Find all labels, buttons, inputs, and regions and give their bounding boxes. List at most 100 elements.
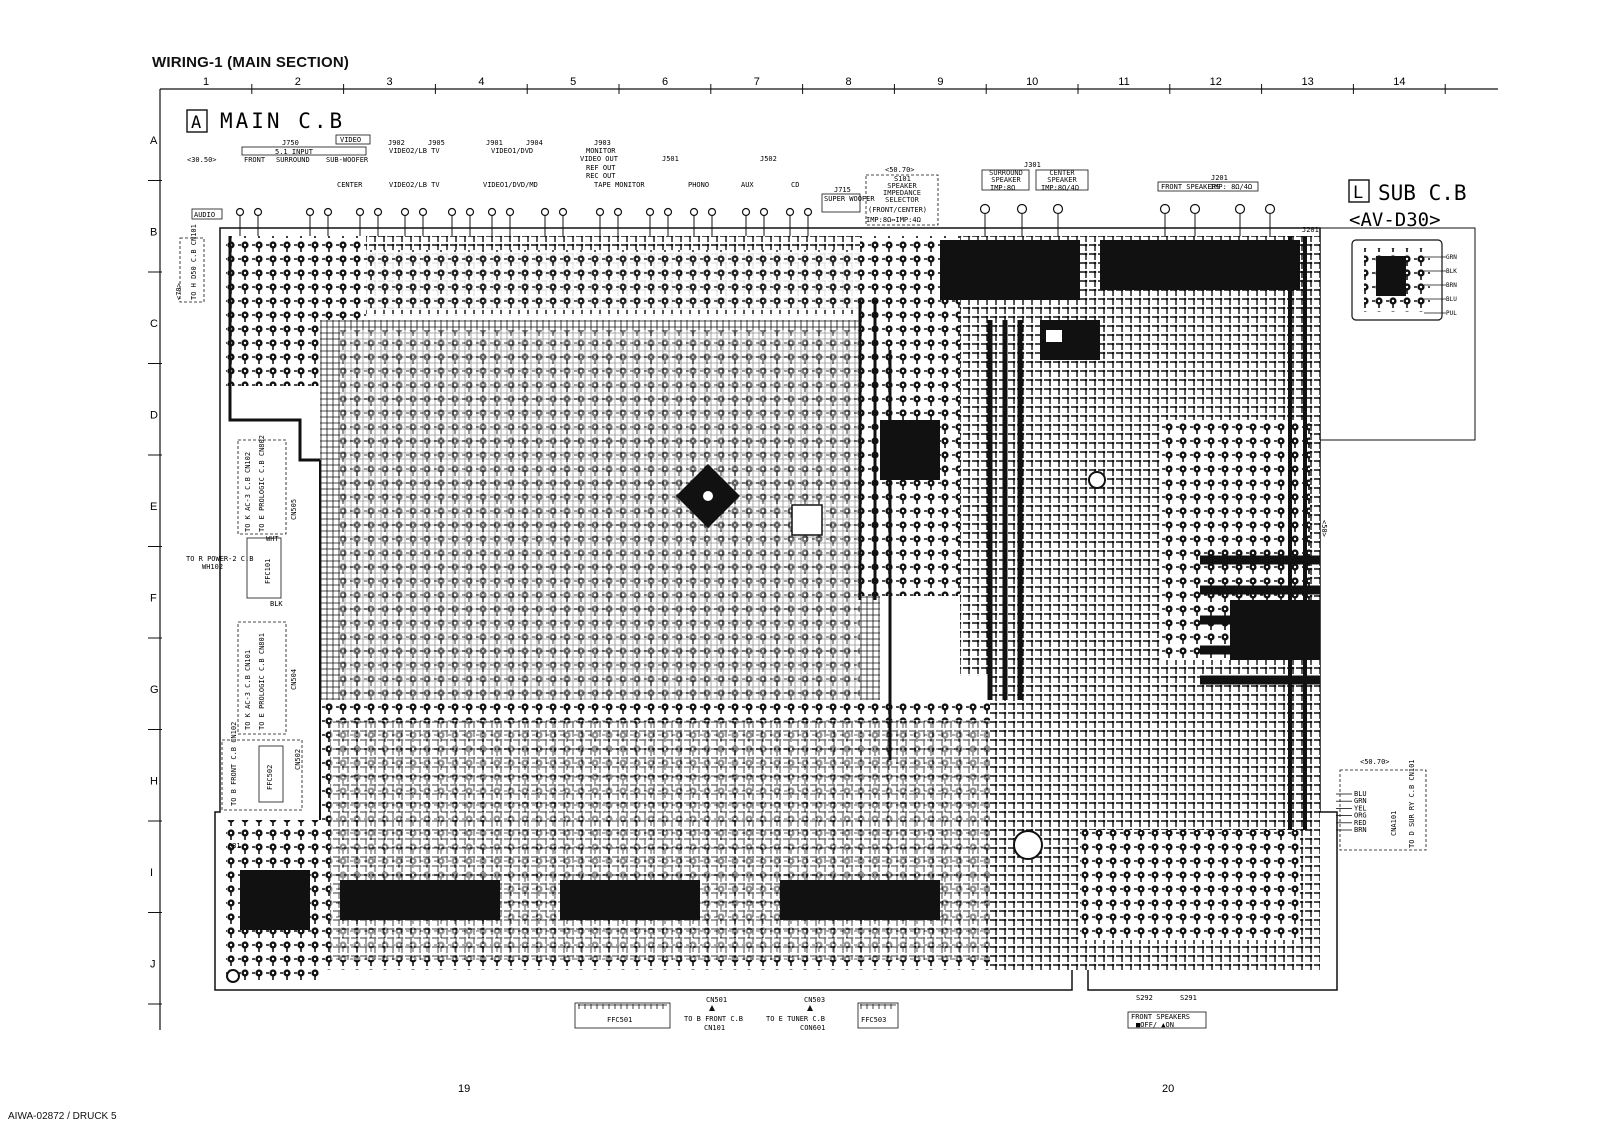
- speaker-terminal: [1189, 203, 1201, 215]
- sub-board-name: SUB C.B: [1378, 181, 1467, 205]
- column-label: 8: [846, 76, 852, 88]
- video1-dvd-md: VIDEO1/DVD/MD: [483, 181, 538, 189]
- column-label: 14: [1393, 76, 1405, 88]
- speaker-terminal: [979, 203, 991, 215]
- jack-pin: [505, 207, 515, 217]
- sub-woofer-label: SUB-WOOFER: [326, 156, 369, 164]
- sub-wire-label: BLU: [1446, 296, 1457, 303]
- wire-color-label: YEL: [1354, 804, 1367, 812]
- page-title: WIRING-1 (MAIN SECTION): [152, 54, 350, 71]
- tape-monitor-label: TAPE MONITOR: [594, 181, 645, 189]
- j902-label: J902: [388, 139, 405, 147]
- center-label: CENTER: [337, 181, 363, 189]
- jack-terminals: [235, 203, 1276, 236]
- j715-label: J715: [834, 186, 851, 194]
- s101-label: S101: [894, 175, 911, 183]
- monitor-label: MONITOR: [586, 147, 616, 155]
- row-label: I: [150, 867, 153, 879]
- cn505-label: CN505: [290, 499, 298, 520]
- row-label: J: [150, 959, 156, 971]
- j502-label: J502: [760, 155, 777, 163]
- jack-pin: [305, 207, 315, 217]
- super-woofer-label: SUPER WOOFER: [824, 195, 875, 203]
- imp-8-label: IMP:8Ω: [990, 184, 1015, 192]
- column-label: 1: [203, 76, 209, 88]
- jack-pin: [645, 207, 655, 217]
- cn504-label: CN504: [290, 669, 298, 690]
- column-label: 12: [1210, 76, 1222, 88]
- column-label: 6: [662, 76, 668, 88]
- sub-wire-label: PUL: [1446, 310, 1457, 317]
- cn502-label: CN502: [294, 749, 302, 770]
- j301-label: J301: [1024, 161, 1041, 169]
- jack-pin: [418, 207, 428, 217]
- cna101-label: CNA101: [1390, 811, 1398, 836]
- jack-pin: [235, 207, 245, 217]
- jack-pin: [355, 207, 365, 217]
- video2-lb-tv-a: VIDEO2/LB TV: [389, 147, 440, 155]
- column-label: 9: [937, 76, 943, 88]
- jack-pin: [400, 207, 410, 217]
- mounting-hole-main: [1013, 830, 1043, 860]
- column-label: 4: [478, 76, 484, 88]
- front-speakers-switch: FRONT SPEAKERS: [1131, 1013, 1190, 1021]
- column-label: 5: [570, 76, 576, 88]
- surry-connector: TO D SUR RY C.B CN101: [1408, 759, 1416, 848]
- sub-wire-label: GRN: [1446, 254, 1457, 261]
- j904-label: J904: [526, 139, 543, 147]
- jack-pin: [785, 207, 795, 217]
- column-label: 11: [1118, 76, 1129, 88]
- column-label: 13: [1301, 76, 1313, 88]
- speaker-terminal: [1052, 203, 1064, 215]
- jack-pin: [487, 207, 497, 217]
- to-h-d50-connector: TO H D50 C.B CN101: [190, 224, 198, 300]
- imp-84-label: IMP: 8Ω/4Ω: [1210, 183, 1252, 191]
- wht-label: WHT: [266, 535, 279, 543]
- j201b-label: J201: [1302, 226, 1319, 234]
- blk-label: BLK: [270, 600, 283, 608]
- front-cb-connector: TO B FRONT C.B CN102: [230, 722, 238, 806]
- sub-board-label: L SUB C.B <AV-D30>: [1348, 179, 1467, 231]
- column-label: 7: [754, 76, 760, 88]
- document-footer: AIWA-02872 / DRUCK 5: [8, 1111, 117, 1122]
- mounting-hole-right: [1088, 471, 1106, 489]
- speaker-terminal: [1234, 203, 1246, 215]
- j903-label: J903: [594, 139, 611, 147]
- imp-8-4-label: IMP:8Ω⇔IMP:4Ω: [866, 216, 921, 224]
- jack-pin: [465, 207, 475, 217]
- cn503-label: CN503: [804, 996, 825, 1004]
- ffc503-label: FFC503: [861, 1016, 886, 1024]
- to-e-tuner-label: TO E TUNER C.B: [766, 1015, 825, 1023]
- left-connectors: <70> TO H D50 C.B CN101 TO K AC-3 C.B CN…: [175, 224, 303, 850]
- speaker-terminal: [1264, 203, 1276, 215]
- board-b-bracket: [1320, 227, 1476, 441]
- rec-out-label: REC OUT: [586, 172, 616, 180]
- to-r-power-connector: TO R POWER-2 C.B: [186, 555, 253, 563]
- main-board-name: MAIN C.B: [220, 109, 345, 133]
- jack-pin: [323, 207, 333, 217]
- s292-label: S292: [1136, 994, 1153, 1002]
- row-label: D: [150, 410, 158, 422]
- jack-pin: [447, 207, 457, 217]
- mounting-hole-corner: [226, 969, 240, 983]
- to-b-front-label: TO B FRONT C.B: [684, 1015, 743, 1023]
- imp-8-4-b-label: IMP:8Ω/4Ω: [1041, 184, 1079, 192]
- wire-color-label: BLU: [1354, 790, 1367, 798]
- sub-board-letter: L: [1353, 183, 1363, 203]
- row-label: F: [150, 593, 157, 605]
- main-board-letter: A: [191, 113, 201, 133]
- row-label: B: [150, 227, 157, 239]
- ref-out-label: REF OUT: [586, 164, 616, 172]
- surround-label: SURROUND: [276, 156, 310, 164]
- video2-lb-tv-b: VIDEO2/LB TV: [389, 181, 440, 189]
- jack-pin: [663, 207, 673, 217]
- jack-pin: [613, 207, 623, 217]
- prologic-bottom-connector: TO E PROLOGIC C.B CN801: [258, 633, 266, 730]
- ref70-d50: <70>: [175, 283, 183, 300]
- video-out-label: VIDEO OUT: [580, 155, 619, 163]
